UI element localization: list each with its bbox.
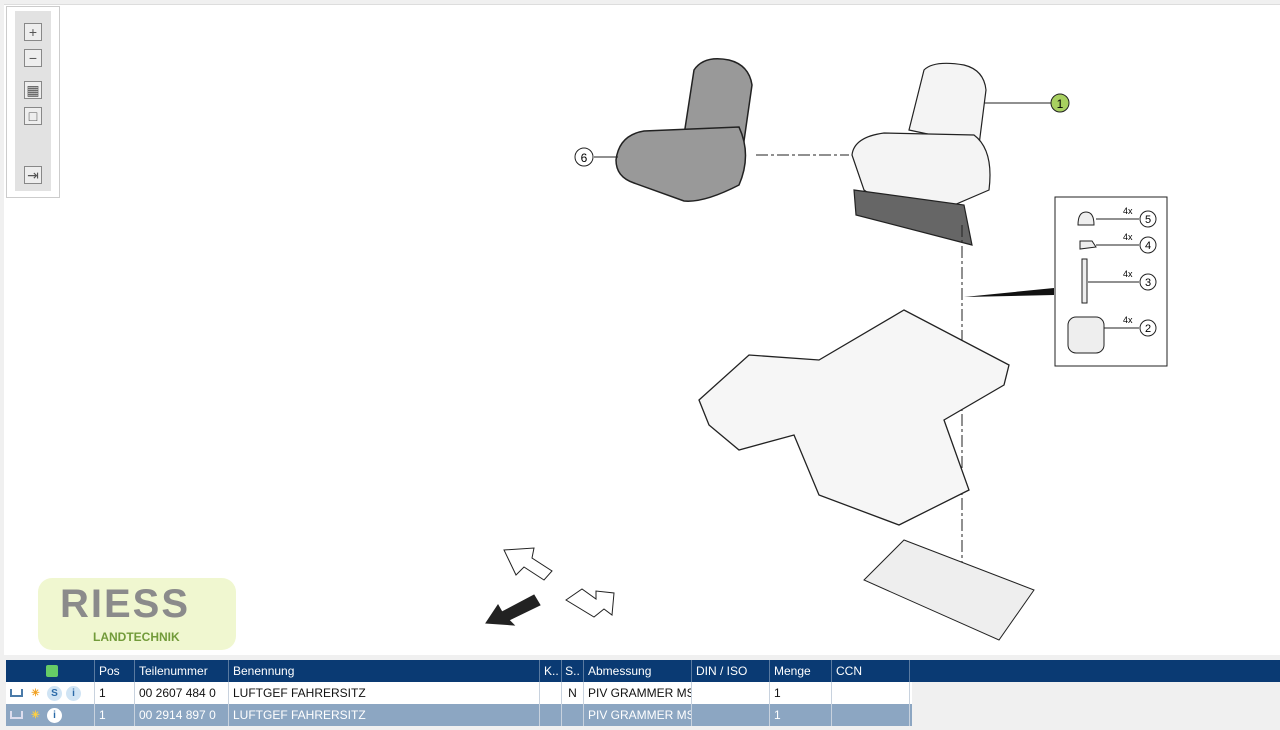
table-row-selected[interactable]: ✳ i 1 00 2914 897 0 LUFTGEF FAHRERSITZ P… — [6, 704, 912, 726]
export-icon[interactable]: ⇥ — [24, 166, 42, 184]
svg-text:1: 1 — [1057, 97, 1064, 111]
exploded-view-canvas[interactable]: 6 1 4x 5 4x 4 4x 3 4x 2 — [4, 4, 1280, 655]
cart-icon[interactable] — [10, 711, 23, 719]
star-icon[interactable]: ✳ — [31, 687, 40, 699]
svg-text:2: 2 — [1145, 323, 1151, 335]
arrow-down-right-icon[interactable] — [565, 588, 615, 618]
cell-menge: 1 — [770, 682, 832, 704]
col-abmessung[interactable]: Abmessung — [584, 660, 692, 682]
col-ccn[interactable]: CCN — [832, 660, 910, 682]
cell-pos: 1 — [95, 682, 135, 704]
table-header: Pos Teilenummer Benennung K.. S.. Abmess… — [6, 660, 1280, 682]
cell-s: N — [562, 682, 584, 704]
fit-all-icon[interactable]: ▦ — [24, 81, 42, 99]
col-pos[interactable]: Pos — [95, 660, 135, 682]
parts-drawing: 6 1 4x 5 4x 4 4x 3 4x 2 — [485, 58, 1168, 641]
cell-teilenummer: 00 2914 897 0 — [135, 704, 229, 726]
seat-cover-drawing — [615, 58, 753, 202]
zoom-out-icon[interactable]: − — [24, 49, 42, 67]
cell-s — [562, 704, 584, 726]
zoom-in-icon[interactable]: + — [24, 23, 42, 41]
col-s[interactable]: S.. — [562, 660, 584, 682]
cell-k — [540, 704, 562, 726]
riess-logo: RIESS LANDTECHNIK — [38, 578, 236, 650]
svg-text:4x: 4x — [1123, 206, 1133, 216]
callout-5[interactable]: 4x 5 — [1096, 206, 1157, 228]
col-teilenummer[interactable]: Teilenummer — [135, 660, 229, 682]
s-icon[interactable]: S — [47, 685, 62, 701]
logo-subtext: LANDTECHNIK — [93, 630, 180, 644]
row-icons: ✳ S i — [6, 682, 95, 704]
cell-benennung: LUFTGEF FAHRERSITZ — [229, 682, 540, 704]
cell-teilenummer: 00 2607 484 0 — [135, 682, 229, 704]
svg-text:4x: 4x — [1123, 269, 1133, 279]
cell-din — [692, 682, 770, 704]
cell-abmessung: PIV GRAMMER MS — [584, 682, 692, 704]
cell-abmessung: PIV GRAMMER MS — [584, 704, 692, 726]
col-din-iso[interactable]: DIN / ISO — [692, 660, 770, 682]
row-icons: ✳ i — [6, 704, 95, 726]
cell-menge: 1 — [770, 704, 832, 726]
floor-mat-drawing — [698, 309, 1010, 526]
driver-seat-drawing — [851, 62, 991, 246]
svg-text:4x: 4x — [1123, 315, 1133, 325]
col-k[interactable]: K.. — [540, 660, 562, 682]
col-benennung[interactable]: Benennung — [229, 660, 540, 682]
callout-6[interactable]: 6 — [574, 147, 594, 167]
callout-2[interactable]: 4x 2 — [1104, 315, 1157, 337]
cell-pos: 1 — [95, 704, 135, 726]
cell-din — [692, 704, 770, 726]
info-icon[interactable]: i — [66, 685, 81, 701]
col-menge[interactable]: Menge — [770, 660, 832, 682]
parts-table: Pos Teilenummer Benennung K.. S.. Abmess… — [6, 660, 1280, 726]
svg-text:4x: 4x — [1123, 232, 1133, 242]
table-row[interactable]: ✳ S i 1 00 2607 484 0 LUFTGEF FAHRERSITZ… — [6, 682, 912, 704]
arrow-down-left-icon[interactable] — [485, 594, 541, 626]
cell-benennung: LUFTGEF FAHRERSITZ — [229, 704, 540, 726]
search-column-icon[interactable] — [6, 660, 95, 682]
hardware-parts — [1067, 211, 1105, 354]
callout-4[interactable]: 4x 4 — [1096, 232, 1157, 254]
svg-text:5: 5 — [1145, 214, 1151, 226]
star-icon[interactable]: ✳ — [31, 709, 40, 721]
fit-window-icon[interactable]: □ — [24, 107, 42, 125]
logo-text: RIESS — [60, 582, 191, 626]
svg-text:3: 3 — [1145, 277, 1151, 289]
arrow-up-left-icon[interactable] — [503, 547, 553, 581]
svg-text:4: 4 — [1145, 240, 1151, 252]
info-icon[interactable]: i — [47, 707, 62, 723]
callout-3[interactable]: 4x 3 — [1088, 269, 1157, 291]
svg-text:6: 6 — [581, 151, 588, 165]
cart-icon[interactable] — [10, 689, 23, 697]
cell-k — [540, 682, 562, 704]
view-toolbar: + − ▦ □ ⇥ — [6, 6, 60, 198]
seat-frame-drawing — [863, 539, 1035, 641]
callout-1[interactable]: 1 — [1050, 93, 1070, 113]
cell-ccn — [832, 704, 910, 726]
cell-ccn — [832, 682, 910, 704]
